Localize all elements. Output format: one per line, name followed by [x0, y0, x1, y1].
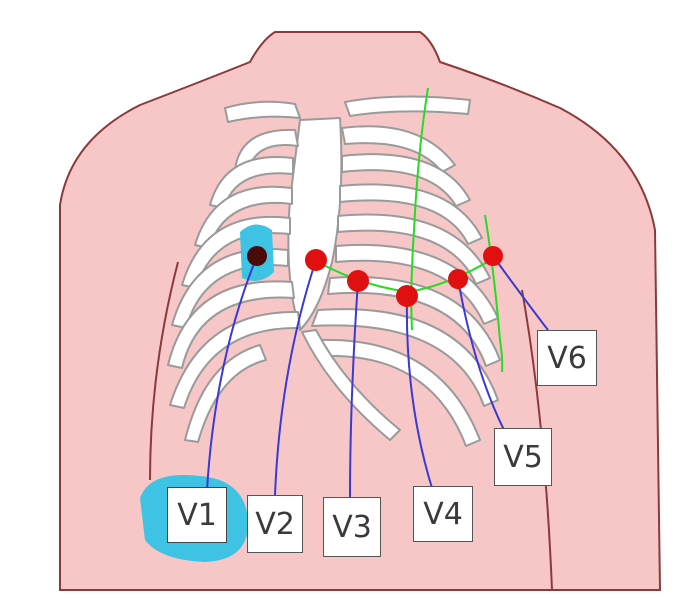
electrode-v1: [247, 246, 267, 266]
wire-v3: [349, 280, 359, 499]
electrode-v4: [396, 285, 418, 307]
electrodes: [247, 246, 503, 307]
lead-wires: [206, 255, 549, 499]
rib-left-7: [169, 310, 301, 409]
lead-label-v6: V6: [537, 330, 597, 386]
rib-right-3: [339, 183, 483, 245]
right-clavicle: [344, 95, 471, 117]
rib-right-1: [341, 125, 456, 173]
rib-left-8: [184, 344, 267, 443]
left-arm-line: [149, 261, 179, 481]
lead-label-v4: V4: [413, 486, 473, 542]
electrode-v2: [305, 249, 327, 271]
wire-v6: [492, 255, 549, 331]
lead-label-v2: V2: [247, 495, 303, 553]
lead-label-v5-text: V5: [503, 439, 543, 475]
lead-label-v4-text: V4: [423, 496, 463, 532]
left-clavicle: [224, 100, 301, 123]
electrode-v3: [347, 270, 369, 292]
lead-label-v1: V1: [167, 487, 227, 543]
rib-right-2: [341, 153, 471, 207]
electrode-v6: [483, 246, 503, 266]
lead-label-v3-text: V3: [332, 509, 372, 545]
wire-v5: [457, 278, 506, 433]
lead-label-v2-text: V2: [255, 506, 295, 542]
wire-v1: [206, 255, 258, 491]
costal-margin: [301, 329, 401, 441]
wire-v2: [274, 259, 317, 496]
electrode-v5: [448, 269, 468, 289]
rib-right-8: [317, 338, 481, 447]
wire-v4: [405, 295, 433, 489]
lead-label-v1-text: V1: [177, 497, 217, 533]
lead-label-v5: V5: [494, 428, 552, 486]
anterior-axillary-line: [484, 214, 504, 373]
rib-cage: [167, 95, 501, 447]
lead-label-v6-text: V6: [547, 340, 587, 376]
rib-left-6: [167, 280, 295, 369]
lead-label-v3: V3: [323, 497, 381, 557]
